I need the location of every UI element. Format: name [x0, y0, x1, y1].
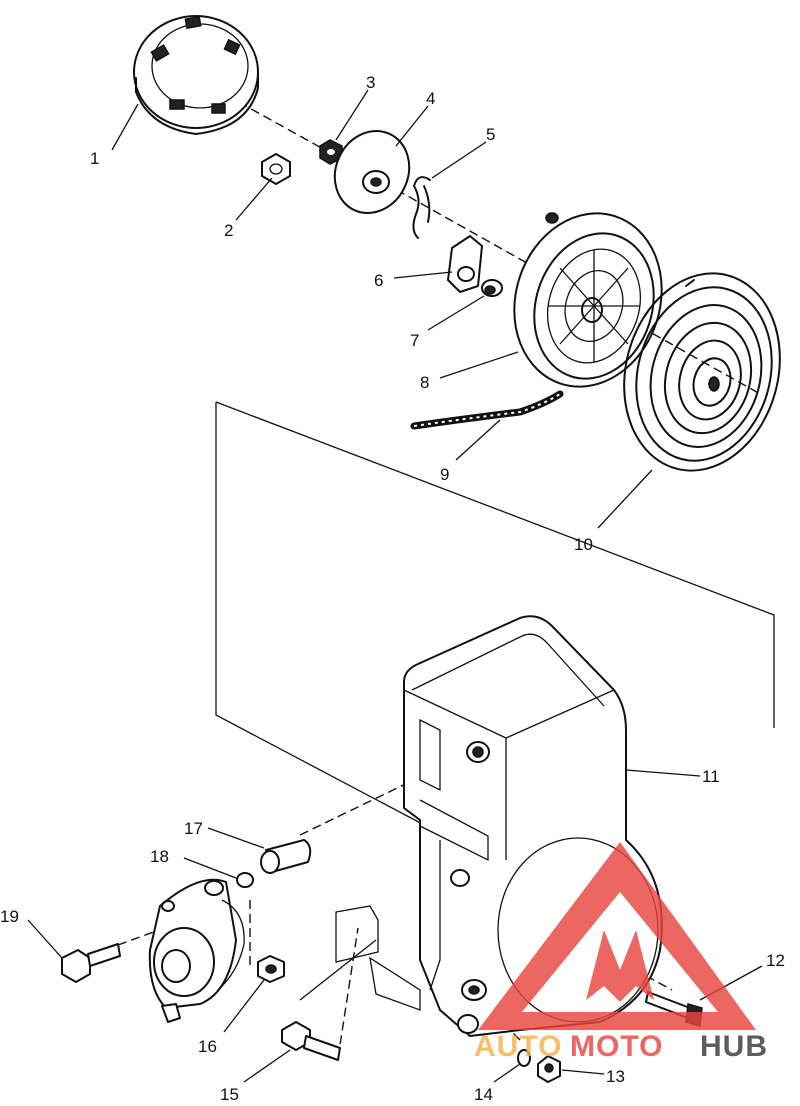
part-7-bushing: [481, 279, 503, 297]
watermark-text-auto: AUTO: [474, 1030, 562, 1063]
part-6-pawl: [447, 235, 483, 293]
part-1-drive-cup: [133, 15, 259, 135]
part-14-washer: [517, 1049, 531, 1067]
part-5-spring-clip: [412, 176, 431, 239]
callout-leader-lines: [27, 89, 763, 1083]
callout-9: 9: [440, 465, 449, 484]
part-11-recoil-housing: [403, 615, 663, 1037]
callout-labels: 1 2 3 4 5 6 7 8 9 10 11 12 13 14 15 16 1…: [0, 73, 785, 1104]
callout-16: 16: [198, 1037, 217, 1056]
housing-bracket: [299, 905, 421, 1011]
callout-12: 12: [766, 951, 785, 970]
part-19-bolt: [61, 943, 121, 983]
part-8-rope-reel: [513, 212, 663, 388]
automotohub-watermark: AUTO MOTO HUB: [474, 842, 768, 1063]
part-4-friction-plate: [333, 130, 411, 214]
part-13-nut: [537, 1055, 561, 1083]
callout-4: 4: [426, 89, 435, 108]
callout-14: 14: [474, 1085, 493, 1104]
callout-7: 7: [410, 331, 419, 350]
callout-17: 17: [184, 819, 203, 838]
part-2-hex-nut: [261, 153, 291, 185]
part-9-starter-rope: [410, 390, 564, 430]
callout-2: 2: [224, 221, 233, 240]
watermark-triangle-icon: [478, 842, 756, 1030]
watermark-text-moto: MOTO: [570, 1030, 663, 1063]
callout-8: 8: [420, 373, 429, 392]
callout-18: 18: [150, 847, 169, 866]
callout-19: 19: [0, 907, 19, 926]
callout-10: 10: [574, 535, 593, 554]
watermark-text-hub: HUB: [700, 1030, 768, 1063]
callout-15: 15: [220, 1085, 239, 1104]
mounting-plane-outline: [215, 401, 775, 866]
callout-1: 1: [90, 149, 99, 168]
part-16-nut: [257, 955, 285, 983]
callout-3: 3: [366, 73, 375, 92]
callout-6: 6: [374, 271, 383, 290]
callout-5: 5: [486, 125, 495, 144]
fuel-pump: [148, 878, 245, 1023]
part-18-washer: [236, 872, 254, 888]
callout-13: 13: [606, 1067, 625, 1086]
part-17-spacer: [260, 839, 312, 874]
callout-11: 11: [702, 767, 720, 786]
part-15-bolt: [281, 1021, 341, 1061]
part-10-recoil-spring: [623, 272, 781, 472]
